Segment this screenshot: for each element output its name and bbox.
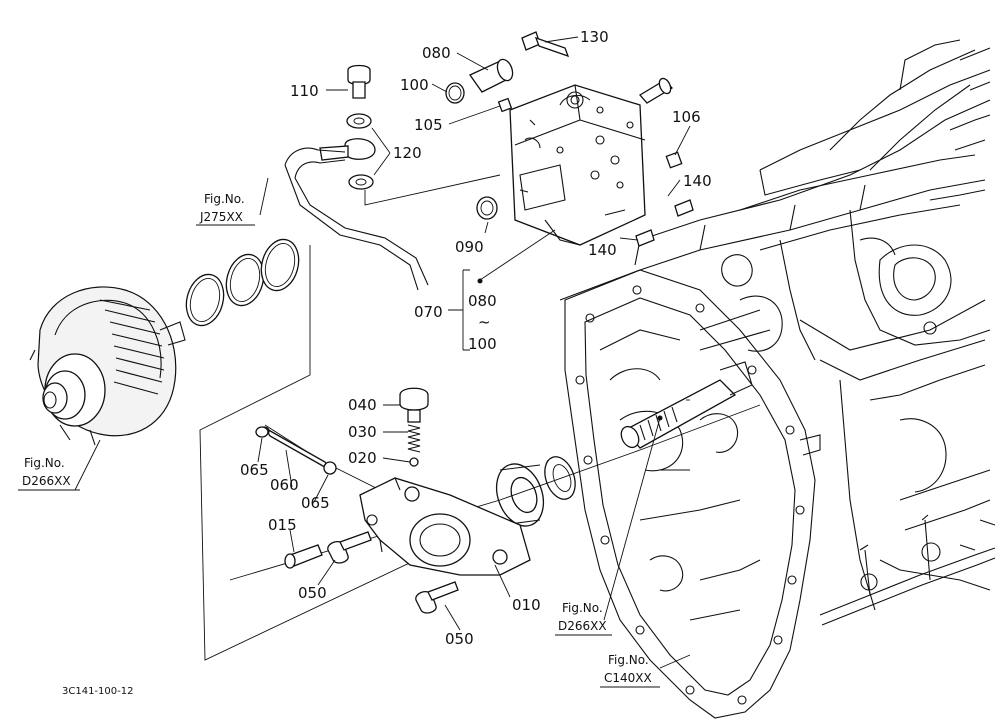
fig-ref-d266-right-line1: Fig.No. — [562, 601, 603, 615]
label-080-range: 080 — [468, 292, 497, 310]
fig-ref-j275-line2: J275XX — [199, 210, 243, 224]
label-070: 070 — [414, 303, 443, 321]
leader-lines — [74, 36, 691, 669]
label-040: 040 — [348, 396, 377, 414]
label-090: 090 — [455, 238, 484, 256]
label-065-left: 065 — [240, 461, 269, 479]
label-106: 106 — [672, 108, 701, 126]
input-shaft — [620, 361, 753, 449]
label-100-top: 100 — [400, 76, 429, 94]
hose-fitting — [319, 138, 376, 161]
bearing — [495, 463, 545, 527]
label-105: 105 — [414, 116, 443, 134]
label-010: 010 — [512, 596, 541, 614]
label-060: 060 — [270, 476, 299, 494]
pin-140b — [635, 229, 655, 247]
diagram-code: 3C141-100-12 — [62, 686, 133, 697]
label-050-bottom: 050 — [445, 630, 474, 648]
plug-106 — [665, 151, 683, 169]
label-120: 120 — [393, 144, 422, 162]
fig-ref-d266-right-line2: D266XX — [558, 619, 607, 633]
label-130: 130 — [580, 28, 609, 46]
bolt-050b — [415, 581, 459, 614]
bolt-130 — [521, 31, 570, 58]
banjo-bolt-110 — [347, 64, 371, 99]
label-140-upper: 140 — [683, 172, 712, 190]
o-ring-065a — [255, 426, 269, 438]
seal-ring — [544, 456, 576, 500]
transmission-housing — [559, 39, 991, 611]
bolt-050a — [327, 531, 372, 564]
figure-references: Fig.No. J275XX Fig.No. D266XX Fig.No. D2… — [18, 192, 660, 688]
label-140-lower: 140 — [588, 241, 617, 259]
label-030: 030 — [348, 423, 377, 441]
label-range-tilde: ~ — [478, 313, 491, 331]
fig-ref-c140-line2: C140XX — [604, 671, 652, 685]
clutch-pack — [29, 286, 186, 446]
washers-120 — [346, 113, 374, 190]
label-110: 110 — [290, 82, 319, 100]
label-050-left: 050 — [298, 584, 327, 602]
fig-ref-j275-line1: Fig.No. — [204, 192, 245, 206]
oil-pipe — [284, 147, 429, 291]
label-080-top: 080 — [422, 44, 451, 62]
label-065-right: 065 — [301, 494, 330, 512]
spring-030 — [407, 424, 421, 453]
stud-015 — [284, 544, 323, 569]
ring-090 — [476, 196, 498, 220]
part-labels: 130 080 100 110 105 106 120 140 140 090 … — [240, 28, 712, 648]
sensor-080 — [469, 58, 514, 93]
label-020: 020 — [348, 449, 377, 467]
fig-ref-d266-left-line2: D266XX — [22, 474, 71, 488]
pin-140a — [674, 199, 694, 217]
label-015: 015 — [268, 516, 297, 534]
snap-rings — [185, 238, 300, 327]
assembly-frame — [199, 245, 501, 661]
ball-020 — [409, 457, 419, 467]
shift-rod — [819, 514, 996, 626]
housing-flange — [564, 269, 821, 719]
pipe-060 — [258, 426, 331, 471]
bolt-040 — [399, 387, 429, 423]
plug-105 — [497, 97, 513, 113]
o-ring-065b — [323, 461, 337, 475]
fig-ref-c140-line1: Fig.No. — [608, 653, 649, 667]
fig-ref-d266-left-line1: Fig.No. — [24, 456, 65, 470]
valve-block — [509, 77, 674, 246]
label-100-range: 100 — [468, 335, 497, 353]
valve-body-010 — [359, 477, 531, 576]
